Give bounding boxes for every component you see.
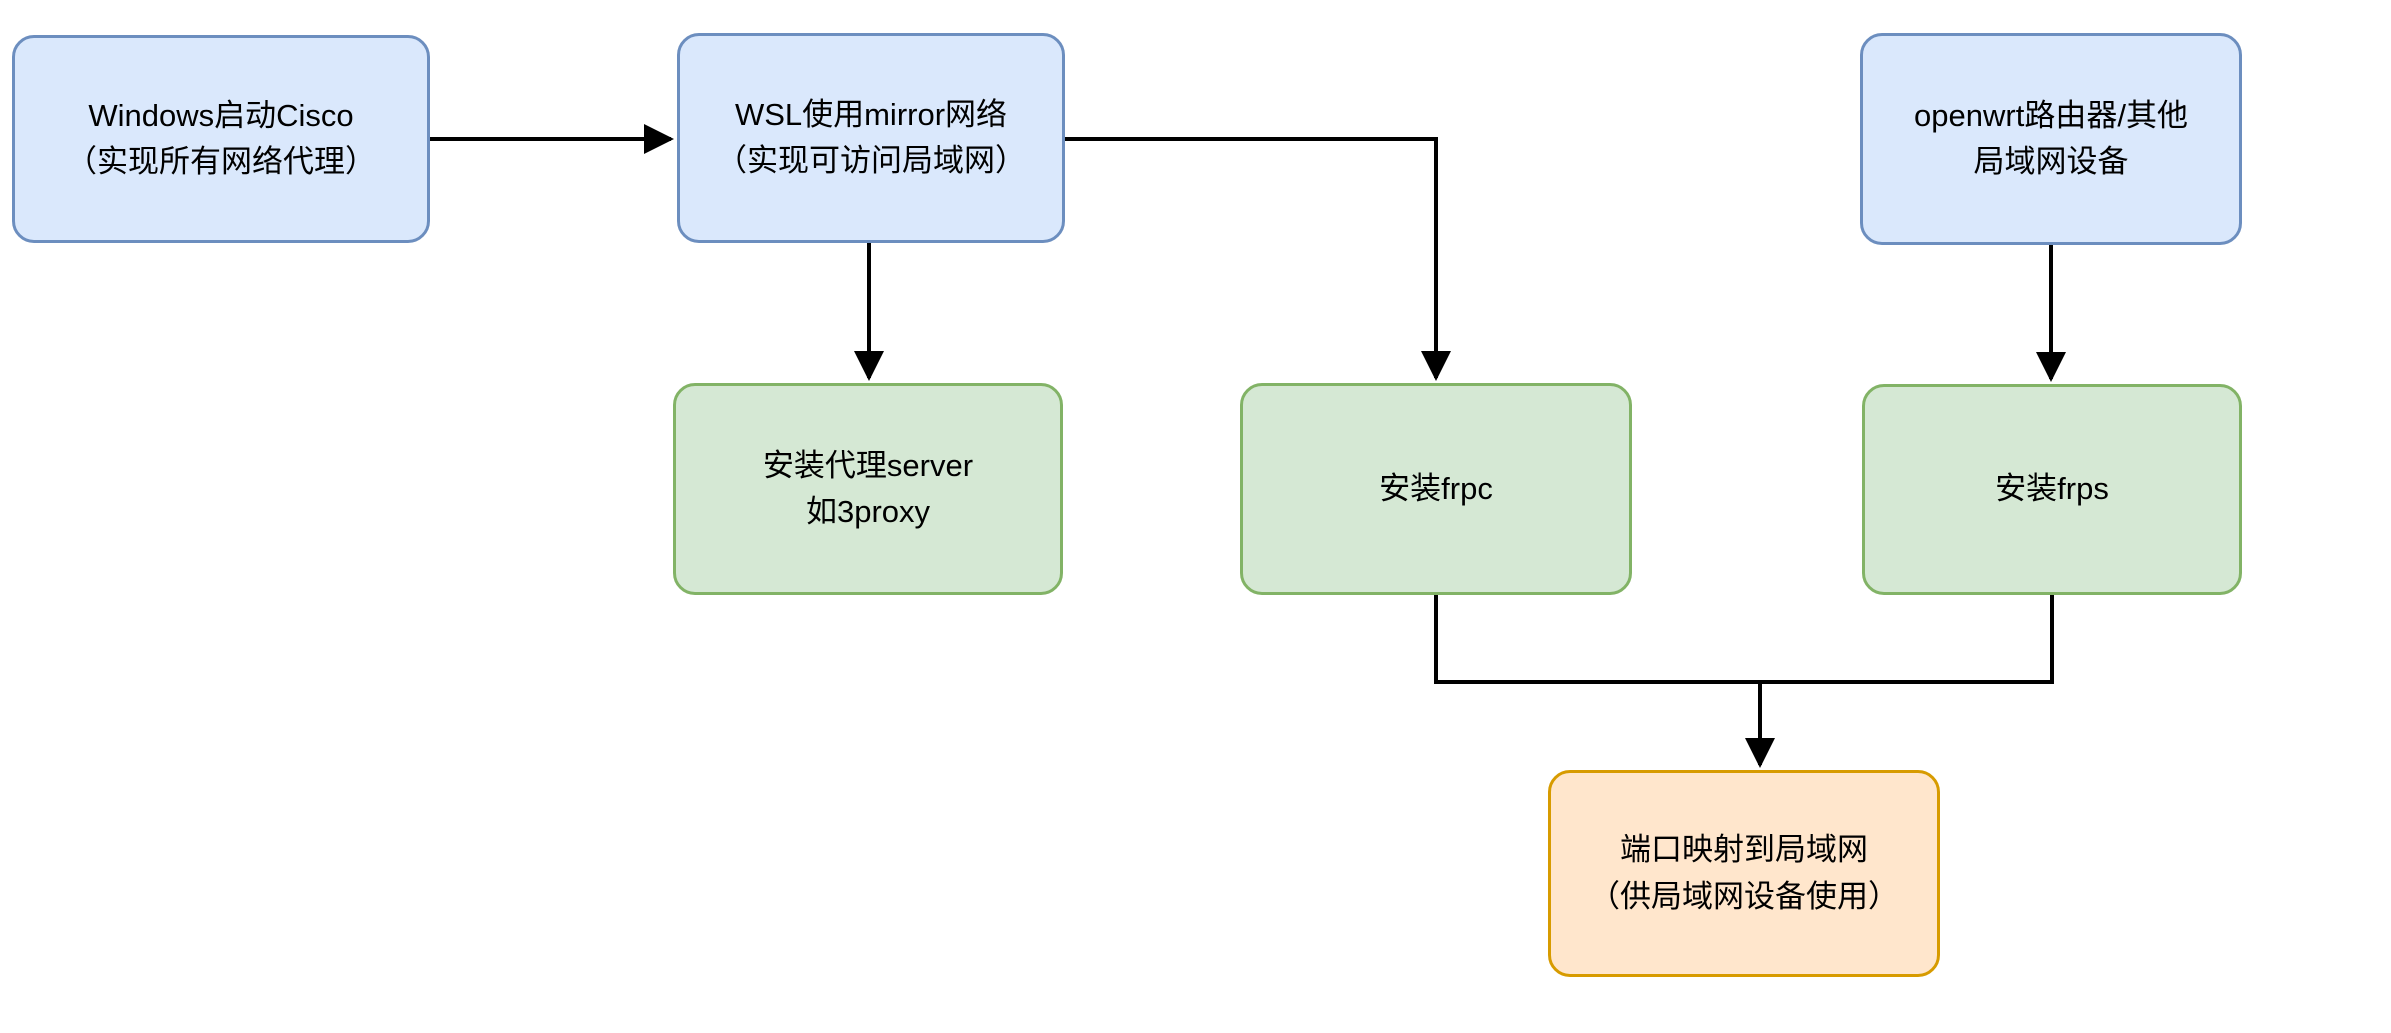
node-install-frpc-label: 安装frpc	[1379, 470, 1493, 506]
node-proxy-server: 安装代理server 如3proxy	[673, 383, 1063, 595]
node-install-frps-label: 安装frps	[1995, 471, 2109, 507]
node-port-mapping: 端口映射到局域网 （供局域网设备使用）	[1548, 770, 1940, 977]
node-openwrt: openwrt路由器/其他 局域网设备	[1860, 33, 2242, 245]
edge-wsl-mirror-to-install-frpc	[1065, 137, 1451, 381]
node-port-mapping-label: 端口映射到局域网 （供局域网设备使用）	[1589, 832, 1899, 914]
node-wsl-mirror: WSL使用mirror网络 （实现可访问局域网）	[677, 33, 1065, 243]
node-openwrt-label: openwrt路由器/其他 局域网设备	[1914, 97, 2188, 180]
node-install-frps: 安装frps	[1862, 384, 2242, 595]
node-windows-cisco-label: Windows启动Cisco （实现所有网络代理）	[66, 97, 376, 180]
node-windows-cisco: Windows启动Cisco （实现所有网络代理）	[12, 35, 430, 243]
node-proxy-server-label: 安装代理server 如3proxy	[762, 447, 974, 530]
edge-install-frpc-to-junction	[1434, 595, 1760, 684]
node-wsl-mirror-label: WSL使用mirror网络 （实现可访问局域网）	[716, 96, 1026, 179]
node-install-frpc: 安装frpc	[1240, 383, 1632, 595]
edge-install-frps-to-junction	[1760, 595, 2054, 684]
